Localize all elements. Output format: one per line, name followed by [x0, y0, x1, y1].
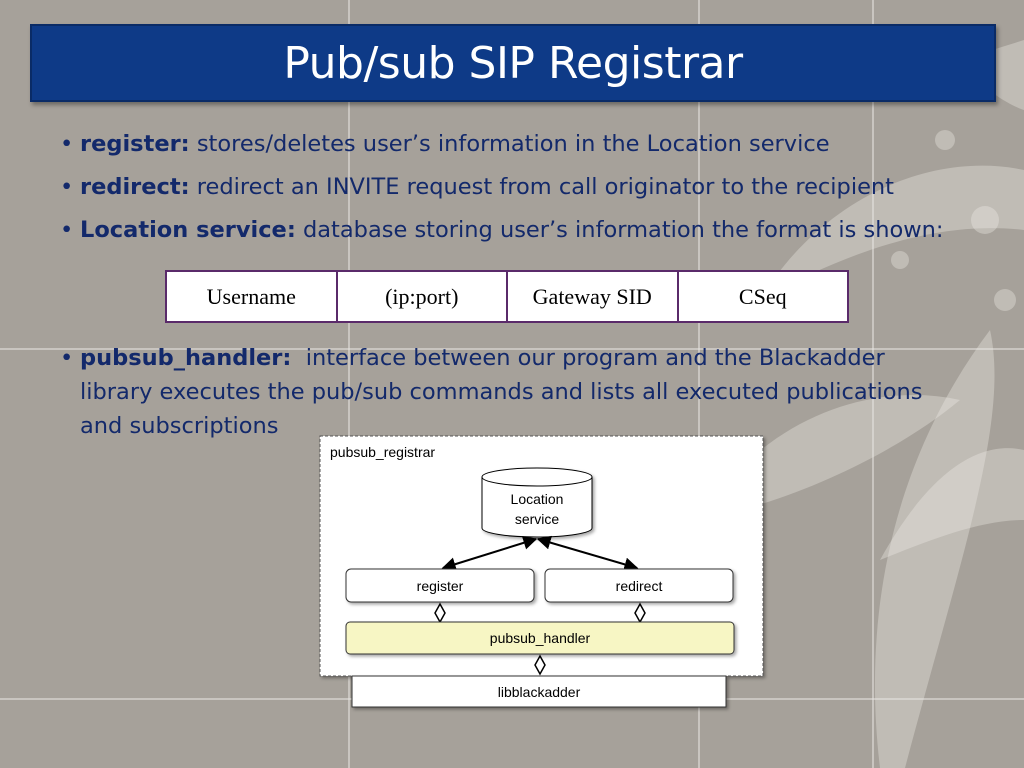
grid-line — [698, 0, 700, 768]
bullet-text: and subscriptions — [80, 413, 279, 439]
bullet-text: database storing user’s information the … — [295, 217, 944, 243]
arrow-redirect-location — [536, 535, 639, 572]
register-box — [345, 568, 535, 603]
bullet-dot: • — [60, 174, 74, 200]
bullet-dot: • — [60, 345, 74, 371]
location-service-label: Location — [511, 491, 564, 507]
redirect-box — [544, 568, 734, 603]
register-label: register — [417, 578, 464, 594]
bullet-redirect: • redirect: redirect an INVITE request f… — [60, 170, 960, 204]
bullet-dot: • — [60, 131, 74, 157]
table-cell-gateway-sid: Gateway SID — [506, 270, 679, 323]
bullet-text: stores/deletes user’s information in the… — [189, 131, 830, 157]
location-format-table: Username (ip:port) Gateway SID CSeq — [165, 270, 849, 323]
bullet-term: register: — [80, 131, 190, 157]
arrow-register-location — [441, 536, 538, 571]
pubsub-handler-label: pubsub_handler — [490, 630, 591, 646]
bullet-term: redirect: — [80, 174, 190, 200]
pubsub-handler-box — [345, 621, 735, 655]
location-service-label: service — [515, 511, 560, 527]
container-label: pubsub_registrar — [330, 444, 435, 460]
table-row: Username (ip:port) Gateway SID CSeq — [165, 270, 849, 323]
grid-line — [872, 0, 874, 768]
bullet-location-service: • Location service: database storing use… — [60, 213, 980, 247]
title-bar: Pub/sub SIP Registrar — [30, 24, 996, 102]
table-cell-username: Username — [165, 270, 338, 323]
redirect-label: redirect — [616, 578, 663, 594]
bullet-pubsub-handler: • pubsub_handler: interface between our … — [60, 341, 990, 443]
grid-line — [0, 348, 1024, 350]
table-cell-cseq: CSeq — [676, 270, 849, 323]
bullet-text: library executes the pub/sub commands an… — [80, 379, 923, 405]
bullet-text: interface between our program and the Bl… — [291, 345, 885, 371]
bullet-term: Location service: — [80, 217, 296, 243]
bullet-register: • register: stores/deletes user’s inform… — [60, 127, 960, 161]
connector-diamond — [534, 654, 546, 676]
bullet-dot: • — [60, 217, 74, 243]
libblackadder-label: libblackadder — [498, 684, 581, 700]
location-service-database — [481, 467, 593, 538]
libblackadder-box — [351, 675, 727, 708]
slide-title: Pub/sub SIP Registrar — [283, 37, 743, 89]
bullet-text: redirect an INVITE request from call ori… — [189, 174, 895, 200]
grid-line — [348, 0, 350, 768]
table-cell-ip-port: (ip:port) — [335, 270, 508, 323]
bullet-term: pubsub_handler: — [80, 345, 292, 371]
